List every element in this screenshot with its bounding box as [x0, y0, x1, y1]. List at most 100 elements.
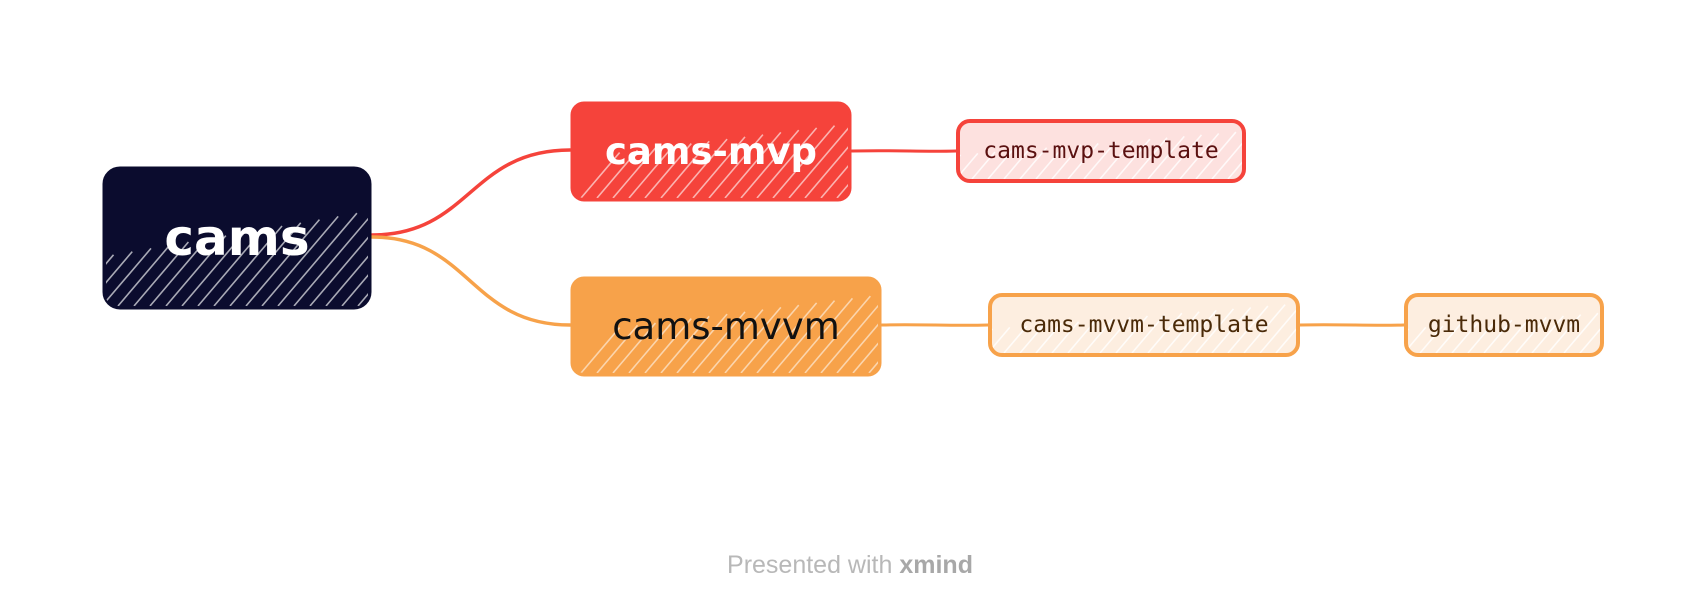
- subtopic-cams-mvvm-template-label: cams-mvvm-template: [1019, 312, 1269, 338]
- hatch-stroke: [708, 309, 764, 373]
- hatch-stroke: [772, 125, 836, 198]
- hatch-stroke: [1035, 322, 1062, 353]
- hatch-stroke: [724, 131, 782, 198]
- subtopic-github-mvvm[interactable]: github-mvvm: [1404, 293, 1604, 357]
- hatch-stroke: [1579, 311, 1600, 353]
- hatch-stroke: [1035, 145, 1065, 179]
- connector-root-to-cams-mvvm: [370, 235, 572, 327]
- hatch-stroke: [820, 118, 848, 198]
- subtopic-cams-mvp-template-background: [956, 119, 1246, 183]
- hatch-stroke: [756, 127, 818, 198]
- hatch-stroke: [1547, 314, 1582, 353]
- hatch-stroke: [1275, 301, 1296, 353]
- github-mvvm-hatching: [1408, 309, 1600, 353]
- hatch-stroke: [596, 324, 639, 373]
- connector-template-to-github-mvvm: [1298, 323, 1406, 327]
- root-topic-label: cams: [164, 209, 310, 267]
- hatch-stroke: [1211, 306, 1252, 353]
- hatch-stroke: [660, 140, 710, 198]
- hatch-stroke: [133, 241, 190, 306]
- hatch-stroke: [1408, 326, 1427, 353]
- hatch-stroke: [1195, 131, 1237, 179]
- hatch-stroke: [580, 152, 621, 198]
- hatch-stroke: [1435, 324, 1461, 353]
- hatch-stroke: [1099, 140, 1134, 179]
- hatch-stroke: [1179, 309, 1217, 353]
- hatch-stroke: [788, 122, 848, 198]
- hatch-stroke: [309, 206, 368, 306]
- hatch-stroke: [213, 225, 283, 306]
- hatch-stroke: [1003, 325, 1028, 353]
- hatch-stroke: [1195, 308, 1235, 353]
- hatch-stroke: [106, 251, 133, 306]
- hatch-stroke: [708, 134, 764, 198]
- hatch-stroke: [660, 315, 710, 373]
- topic-cams-mvp[interactable]: cams-mvp: [570, 101, 852, 202]
- hatch-stroke: [676, 313, 728, 373]
- hatch-stroke: [772, 300, 836, 373]
- hatch-stroke: [1227, 128, 1242, 179]
- hatch-stroke: [987, 150, 1013, 179]
- hatch-stroke: [261, 215, 339, 306]
- hatch-stroke: [1147, 135, 1185, 179]
- hatch-stroke: [628, 145, 674, 198]
- hatch-stroke: [644, 318, 692, 373]
- hatch-stroke: [1563, 312, 1599, 353]
- hatch-stroke: [245, 219, 321, 306]
- hatch-stroke: [692, 311, 746, 373]
- hatch-stroke: [341, 199, 368, 306]
- hatch-stroke: [992, 326, 1011, 353]
- hatch-stroke: [1483, 319, 1513, 353]
- subtopic-cams-mvp-template[interactable]: cams-mvp-template: [956, 119, 1246, 183]
- hatch-stroke: [1227, 305, 1269, 353]
- cams-mvp-template-hatching: [960, 128, 1242, 179]
- hatch-stroke: [1419, 325, 1444, 353]
- hatch-stroke: [756, 302, 818, 373]
- hatch-stroke: [1131, 314, 1166, 353]
- hatch-stroke: [960, 152, 979, 179]
- hatch-stroke: [1163, 134, 1203, 179]
- topic-cams-mvvm-background: [570, 276, 882, 377]
- hatch-stroke: [229, 222, 302, 306]
- hatch-stroke: [106, 254, 115, 306]
- hatch-stroke: [596, 149, 639, 198]
- topic-cams-mvp-label: cams-mvp: [605, 130, 817, 173]
- cams-mvp-hatching: [580, 116, 848, 198]
- hatch-stroke: [1163, 311, 1200, 353]
- hatch-stroke: [644, 143, 692, 198]
- presented-with-footer: Presented with xmind: [0, 551, 1700, 580]
- hatch-stroke: [1499, 318, 1530, 353]
- cams-mvvm-template-hatching: [992, 299, 1296, 353]
- hatch-stroke: [117, 244, 171, 306]
- root-hatching: [106, 196, 368, 306]
- hatch-stroke: [1019, 147, 1048, 179]
- hatch-stroke: [788, 297, 854, 373]
- hatch-stroke: [628, 320, 674, 373]
- connector-cams-mvp-to-template: [850, 149, 958, 153]
- hatch-stroke: [1083, 141, 1117, 179]
- hatch-stroke: [1451, 322, 1478, 353]
- hatch-stroke: [1531, 315, 1565, 353]
- root-topic-cams[interactable]: cams: [102, 166, 372, 310]
- hatch-stroke: [1067, 319, 1097, 353]
- subtopic-github-mvvm-background: [1404, 293, 1604, 357]
- hatch-stroke: [692, 136, 746, 198]
- root-topic-background: [102, 166, 372, 310]
- hatch-stroke: [740, 129, 800, 198]
- subtopic-github-mvvm-label: github-mvvm: [1427, 312, 1581, 338]
- hatch-stroke: [106, 247, 152, 306]
- hatch-stroke: [1115, 315, 1149, 353]
- hatch-stroke: [1115, 138, 1151, 179]
- hatch-stroke: [612, 322, 657, 373]
- subtopic-cams-mvvm-template[interactable]: cams-mvvm-template: [988, 293, 1300, 357]
- hatch-stroke: [181, 231, 246, 306]
- topic-cams-mvvm[interactable]: cams-mvvm: [570, 276, 882, 377]
- connector-root-to-cams-mvp: [370, 148, 572, 237]
- hatch-stroke: [804, 295, 871, 373]
- hatch-stroke: [197, 228, 264, 306]
- hatch-stroke: [1099, 316, 1131, 353]
- hatch-stroke: [1259, 302, 1296, 353]
- hatch-stroke: [820, 293, 878, 373]
- topic-cams-mvp-background: [570, 101, 852, 202]
